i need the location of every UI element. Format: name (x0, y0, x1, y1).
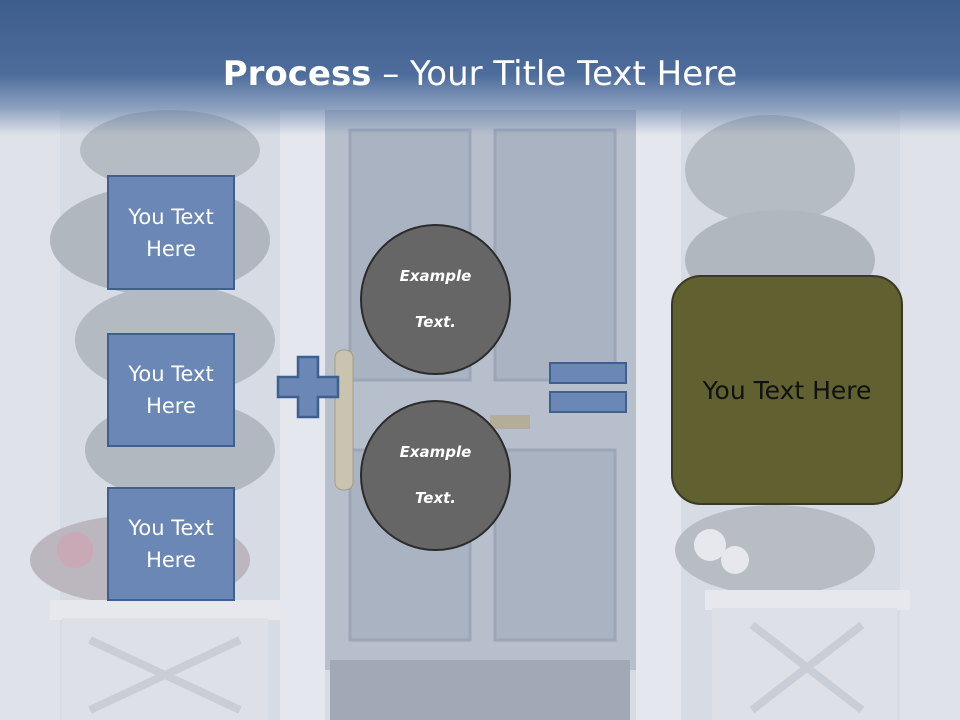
circle-2-line2: Text. (414, 489, 456, 507)
text-box-3-line1: You Text (128, 516, 214, 540)
equals-icon-top-bar (549, 362, 627, 384)
title-banner (0, 0, 960, 135)
plus-icon (276, 355, 340, 419)
circle-1-line2: Text. (414, 313, 456, 331)
circle-1-line1: Example (399, 267, 472, 285)
title-bold: Process (222, 54, 372, 94)
text-box-2-line2: Here (146, 394, 196, 418)
result-text: You Text Here (702, 375, 872, 405)
text-box-1-line2: Here (146, 236, 196, 261)
text-box-3-line2: Here (146, 548, 196, 572)
slide-title[interactable]: Process – Your Title Text Here (0, 52, 960, 96)
equals-icon-bottom-bar (549, 391, 627, 413)
text-box-1-line1: You Text (128, 204, 214, 229)
title-rest: – Your Title Text Here (371, 54, 738, 94)
text-box-2-line1: You Text (128, 362, 214, 386)
circle-2-line1: Example (399, 443, 472, 461)
result-box[interactable]: You Text Here (671, 275, 903, 505)
